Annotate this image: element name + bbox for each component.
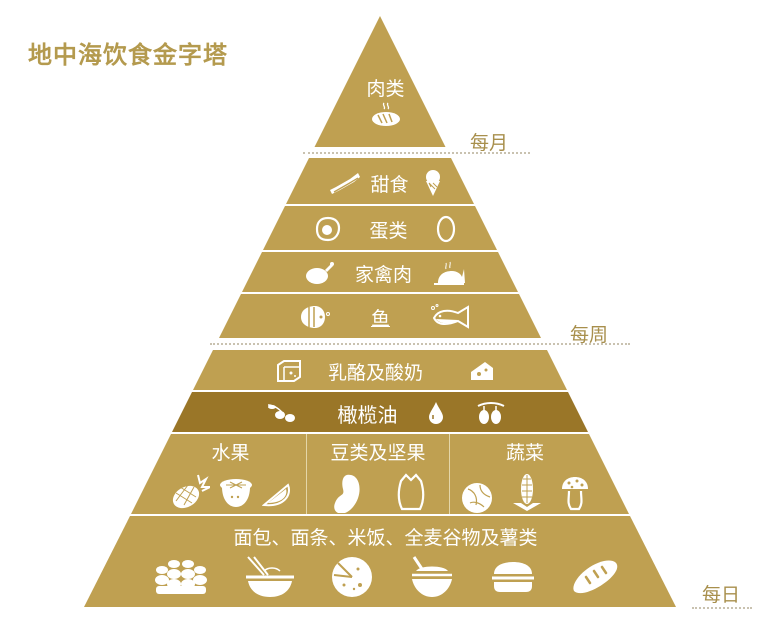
passion-fruit-icon <box>218 477 254 509</box>
mushroom-icon <box>560 475 590 513</box>
tier-poultry <box>242 252 518 292</box>
burger-icon <box>490 560 536 594</box>
tier-label: 水果 <box>211 442 250 464</box>
tier-dairy <box>193 350 567 390</box>
row-meat: 肉类 <box>0 72 771 102</box>
fish-icon <box>430 304 474 330</box>
tier-label: 蛋类 <box>369 219 408 242</box>
cell-fruit: 水果 <box>155 436 306 509</box>
bread-icon <box>570 557 620 597</box>
row-eggs: 蛋类 <box>0 214 771 244</box>
cheese-icon <box>469 360 495 382</box>
tier-label: 乳酪及酸奶 <box>327 361 423 384</box>
row-grains-icons <box>0 554 771 600</box>
divider <box>449 434 450 514</box>
steak-icon <box>370 101 402 129</box>
chicken-icon <box>305 260 335 286</box>
candy-icon <box>328 170 362 196</box>
bean-icon <box>331 473 363 513</box>
cell-legumes-nuts: 豆类及坚果 <box>307 436 449 513</box>
dotted-separator <box>210 343 630 345</box>
tier-label: 甜食 <box>370 173 409 196</box>
olive-branch-icon <box>266 401 298 425</box>
tier-label: 家禽肉 <box>354 263 412 286</box>
tier-eggs <box>263 206 497 250</box>
noodle-bowl-icon <box>244 555 296 599</box>
row-grains: 面包、面条、米饭、全麦谷物及薯类 <box>0 522 771 550</box>
nut-icon <box>397 473 425 513</box>
row-meat-icon <box>0 100 771 130</box>
milk-carton-icon <box>276 359 302 383</box>
tier-plants <box>131 434 629 514</box>
tier-fish <box>219 294 541 338</box>
tier-olive-oil <box>172 392 588 432</box>
pineapple-icon <box>170 473 210 509</box>
oil-drop-icon <box>428 401 444 425</box>
olive-icon <box>474 400 506 426</box>
dotted-separator <box>303 152 530 154</box>
tier-label: 面包、面条、米饭、全麦谷物及薯类 <box>233 526 538 549</box>
row-fish: 鱼 <box>0 302 771 332</box>
page-title: 地中海饮食金字塔 <box>28 41 228 69</box>
row-olive-oil: 橄榄油 <box>0 398 771 428</box>
fried-egg-icon <box>315 216 341 242</box>
tier-label: 鱼 <box>370 307 390 330</box>
egg-icon <box>436 215 456 243</box>
tropical-fish-icon <box>297 304 331 330</box>
frequency-monthly: 每月 <box>470 132 509 154</box>
tier-sweets <box>286 158 474 204</box>
row-dairy: 乳酪及酸奶 <box>0 356 771 386</box>
corn-icon <box>512 473 542 513</box>
tier-label: 肉类 <box>366 77 405 100</box>
dotted-separator <box>692 607 752 609</box>
wheat-icon <box>152 556 210 598</box>
tier-label: 蔬菜 <box>505 442 544 464</box>
tier-label: 豆类及坚果 <box>330 442 426 464</box>
cell-vegetables: 蔬菜 <box>450 436 600 513</box>
rice-bowl-icon <box>408 555 456 599</box>
melon-slice-icon <box>261 483 292 509</box>
tier-label: 橄榄油 <box>337 402 398 427</box>
pizza-icon <box>330 555 374 599</box>
row-sweets: 甜食 <box>0 168 771 198</box>
frequency-weekly: 每周 <box>570 324 609 346</box>
roast-chicken-icon <box>432 259 466 287</box>
row-poultry: 家禽肉 <box>0 258 771 288</box>
frequency-daily: 每日 <box>702 584 741 606</box>
cabbage-icon <box>460 481 494 513</box>
divider <box>306 434 307 514</box>
ice-cream-icon <box>423 169 443 197</box>
